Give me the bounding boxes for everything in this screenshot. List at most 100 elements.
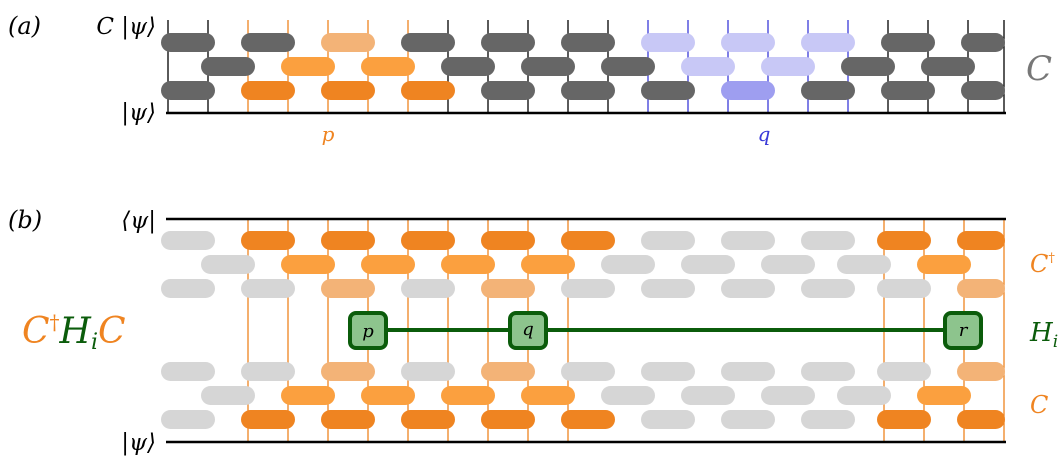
gate	[481, 279, 535, 298]
gate	[641, 279, 695, 298]
gate	[957, 410, 1005, 429]
gate	[761, 386, 815, 405]
gate	[401, 81, 455, 100]
gate	[201, 255, 255, 274]
gate	[521, 386, 575, 405]
gate	[801, 33, 855, 52]
panel-a-gate-row-3	[161, 81, 1005, 100]
expr-h-sub: i	[91, 330, 98, 355]
panel-b-top-state-label: ⟨ψ|	[121, 208, 156, 234]
operator-q-label: q	[522, 319, 534, 340]
gate	[521, 255, 575, 274]
panel-a-top-state-label: C |ψ⟩	[96, 14, 156, 40]
right-c-dagger: C	[1030, 250, 1048, 278]
panel-a-tag: (a)	[8, 12, 41, 40]
panel-b-c-row-2	[201, 386, 971, 405]
gate	[161, 231, 215, 250]
gate	[401, 410, 455, 429]
operator-p-label: p	[362, 321, 374, 342]
gate	[361, 386, 415, 405]
gate	[877, 231, 931, 250]
gate	[161, 81, 215, 100]
gate	[441, 57, 495, 76]
panel-b-bottom-state-label: |ψ⟩	[121, 430, 156, 456]
gate	[281, 255, 335, 274]
gate	[321, 81, 375, 100]
gate	[917, 255, 971, 274]
gate	[481, 231, 535, 250]
gate	[161, 279, 215, 298]
gate	[201, 57, 255, 76]
hamiltonian-term: p q r	[348, 311, 983, 350]
gate	[401, 33, 455, 52]
gate	[561, 231, 615, 250]
operator-q: q	[508, 311, 548, 350]
gate	[601, 255, 655, 274]
gate	[361, 255, 415, 274]
gate	[481, 81, 535, 100]
gate	[561, 279, 615, 298]
panel-a-marker-p: p	[322, 122, 335, 146]
gate	[481, 362, 535, 381]
gate	[481, 410, 535, 429]
gate	[321, 410, 375, 429]
gate	[241, 231, 295, 250]
gate	[561, 81, 615, 100]
expr-h: H	[59, 311, 92, 352]
gate	[281, 57, 335, 76]
gate	[721, 231, 775, 250]
expr-c-dagger: C	[22, 311, 50, 352]
gate	[441, 386, 495, 405]
gate	[521, 57, 575, 76]
gate	[721, 279, 775, 298]
panel-a-bottom-state-label: |ψ⟩	[121, 100, 156, 126]
gate	[161, 410, 215, 429]
right-dagger: †	[1048, 251, 1055, 266]
panel-a-circuit-label: C	[1026, 49, 1052, 89]
panel-b-cdagger-row-3	[161, 279, 1005, 298]
gate	[761, 255, 815, 274]
right-label-h: Hi	[1029, 318, 1058, 352]
gate	[961, 81, 1005, 100]
gate	[801, 362, 855, 381]
right-h: H	[1029, 318, 1054, 348]
right-label-c: C	[1030, 391, 1048, 419]
gate	[561, 33, 615, 52]
gate	[761, 57, 815, 76]
gate	[837, 386, 891, 405]
gate	[641, 231, 695, 250]
gate	[841, 57, 895, 76]
panel-b-c-row-3	[161, 410, 1005, 429]
panel-a-gate-row-1	[161, 33, 1005, 52]
panel-b-c-row-1	[161, 362, 1005, 381]
gate	[957, 231, 1005, 250]
gate	[401, 231, 455, 250]
gate	[721, 33, 775, 52]
gate	[481, 33, 535, 52]
gate	[161, 362, 215, 381]
gate	[881, 81, 935, 100]
panel-b-cdagger-row-2	[201, 255, 971, 274]
expectation-expression: C†HiC	[22, 310, 126, 355]
gate	[321, 231, 375, 250]
gate	[321, 279, 375, 298]
gate	[921, 57, 975, 76]
operator-r: r	[943, 311, 983, 350]
gate	[721, 81, 775, 100]
gate	[877, 279, 931, 298]
gate	[801, 231, 855, 250]
panel-a-marker-q: q	[758, 122, 771, 146]
gate	[241, 410, 295, 429]
gate	[681, 386, 735, 405]
gate	[561, 362, 615, 381]
gate	[681, 57, 735, 76]
gate	[401, 279, 455, 298]
gate	[401, 362, 455, 381]
gate	[681, 255, 735, 274]
gate	[877, 362, 931, 381]
gate	[721, 362, 775, 381]
gate	[721, 410, 775, 429]
gate	[957, 279, 1005, 298]
gate	[241, 33, 295, 52]
